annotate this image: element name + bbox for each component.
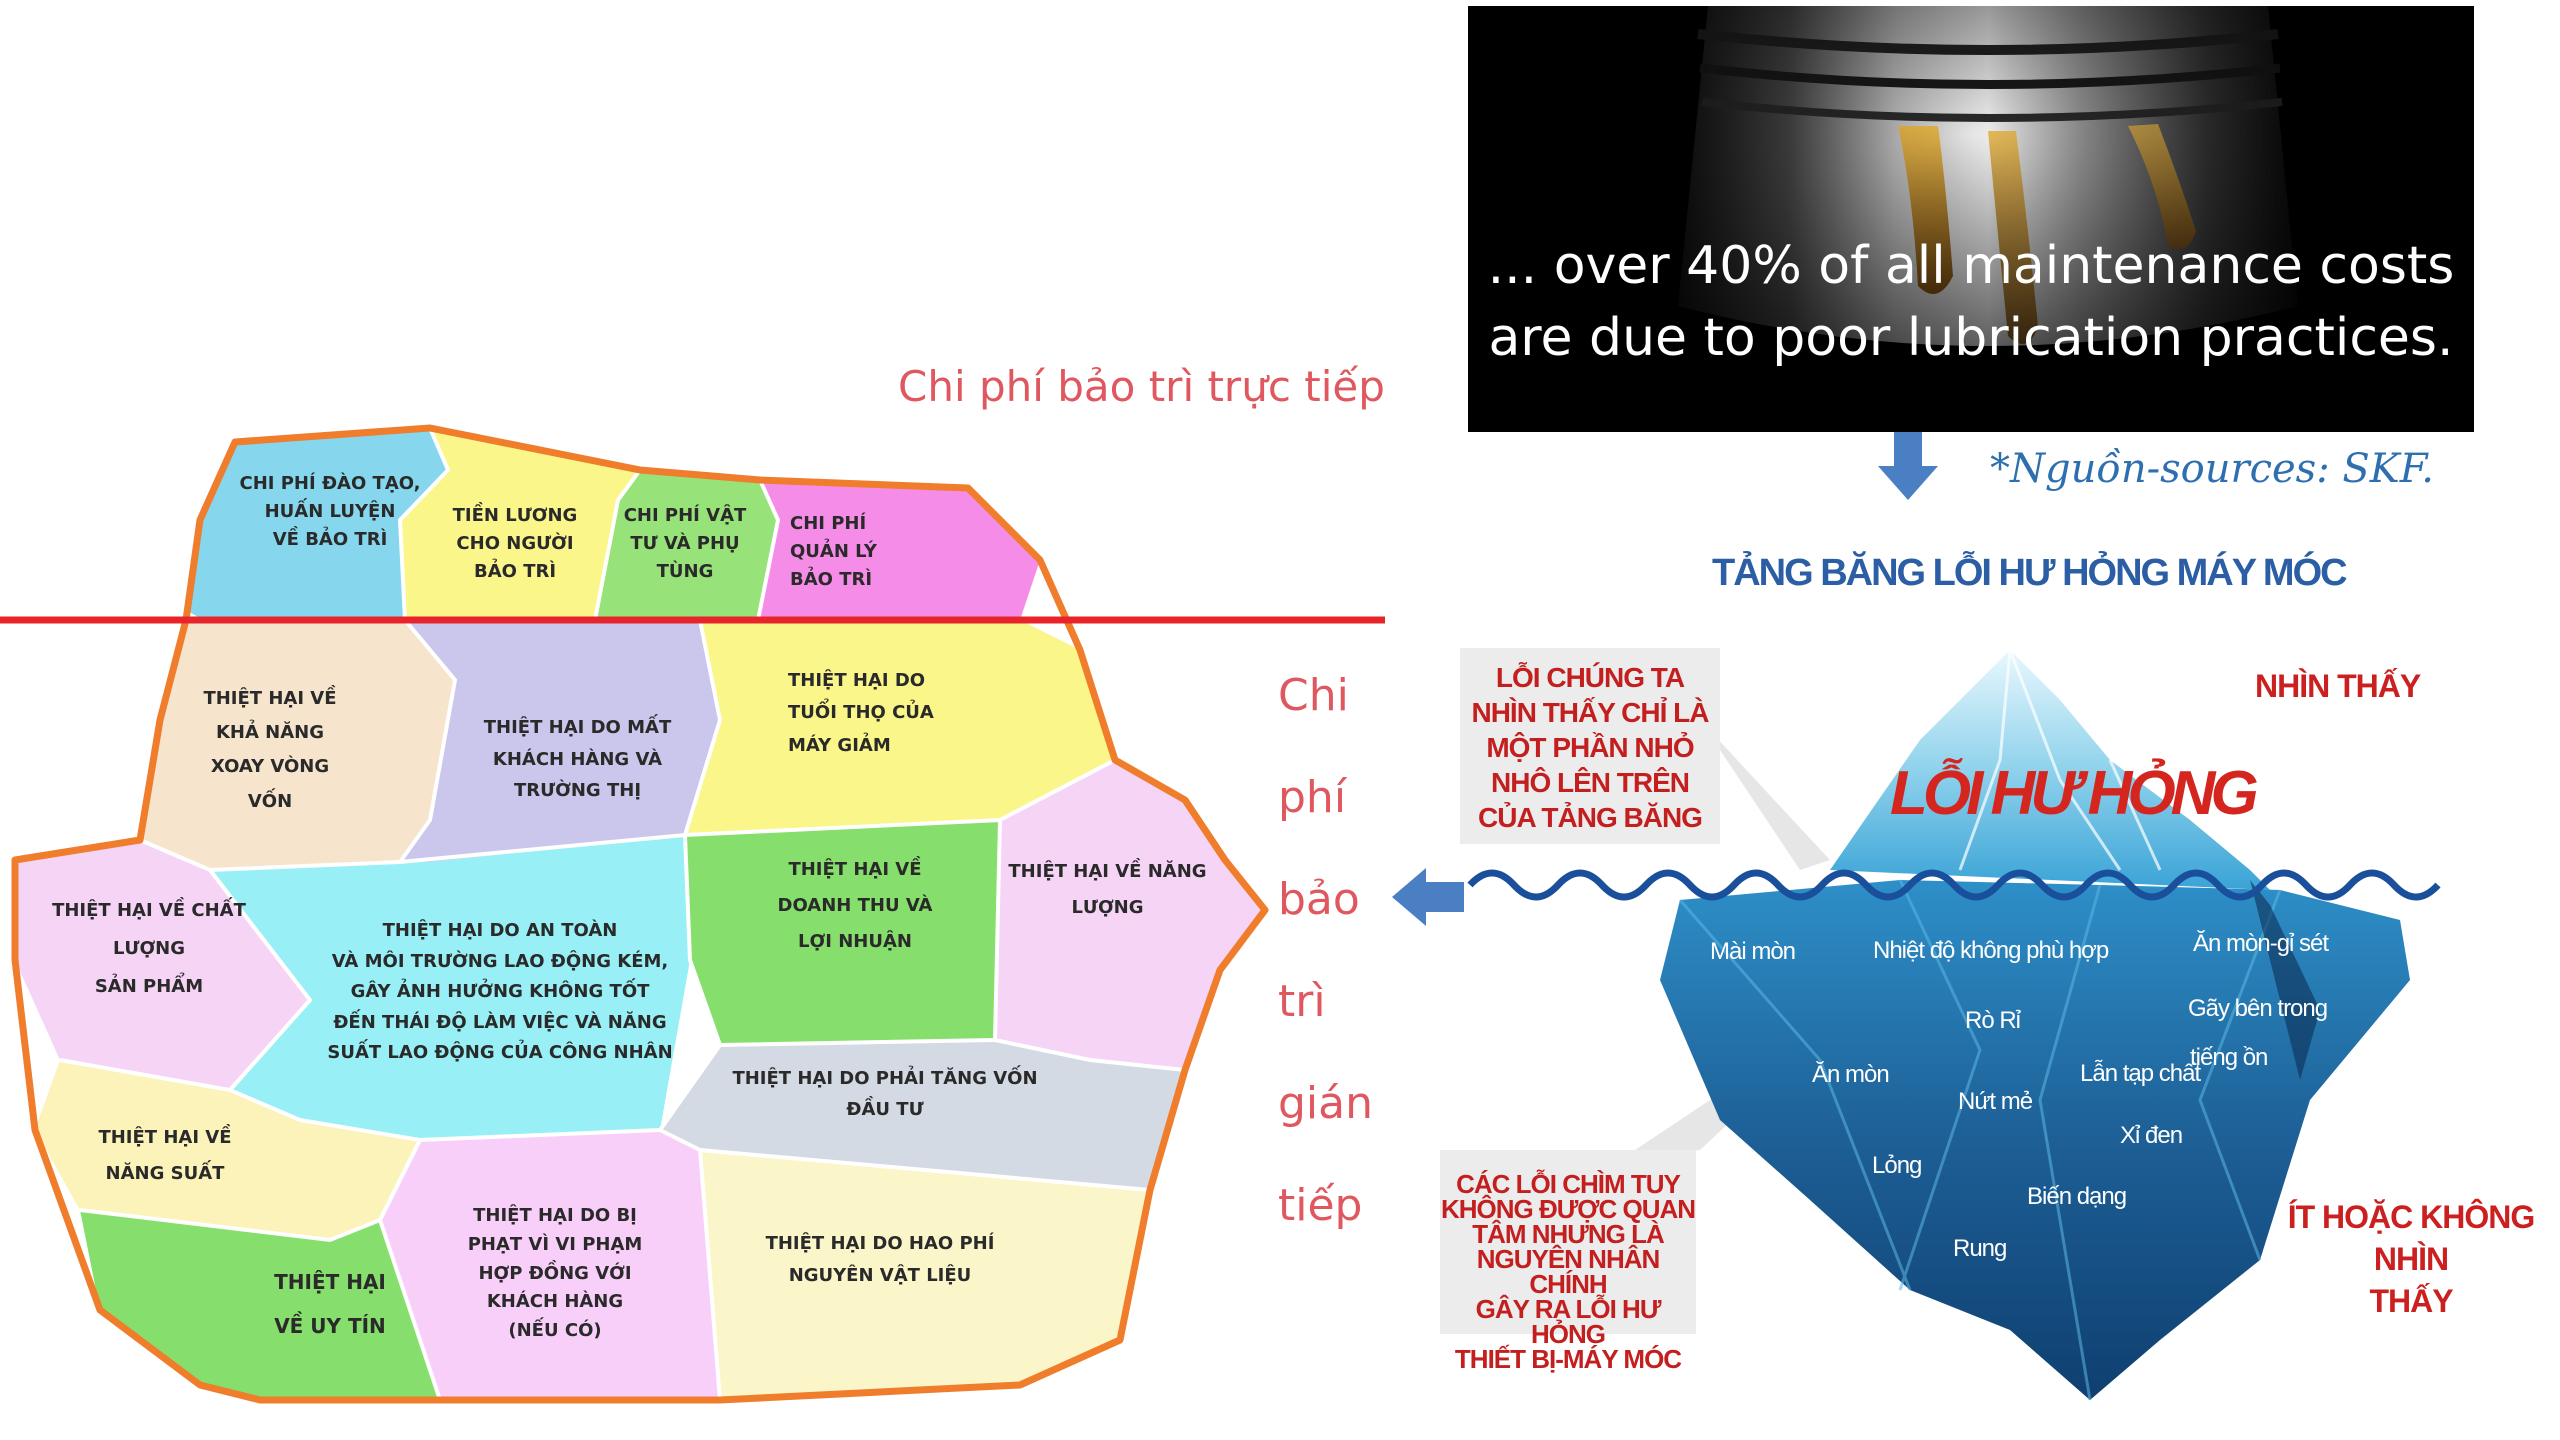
underwater-item: Biến dạng <box>2027 1183 2127 1210</box>
cell-label-material-waste: THIỆT HẠI DO HAO PHÍ NGUYÊN VẬT LIỆU <box>765 1233 995 1287</box>
indirect-cost-heading: Chi phí bảo trì gián tiếp <box>1278 670 1378 1282</box>
underwater-item: Ăn mòn-gỉ sét <box>2193 930 2329 957</box>
cell-label-safety: THIỆT HẠI DO AN TOÀN VÀ MÔI TRƯỜNG LAO Đ… <box>327 920 673 1064</box>
cell-revenue <box>685 820 1000 1045</box>
visible-label: NHÌN THẤY <box>2255 668 2421 704</box>
water-line <box>1467 869 2441 901</box>
cell-label-investment: THIỆT HẠI DO PHẢI TĂNG VỐN ĐẦU TƯ <box>732 1068 1038 1120</box>
cell-energy <box>995 760 1265 1070</box>
top-note-box <box>1460 648 1720 844</box>
underwater-item: Rò Rỉ <box>1965 1007 2021 1034</box>
underwater-item: tiếng ồn <box>2190 1044 2268 1071</box>
cell-label-capital-turnover: THIỆT HẠI VỀ KHẢ NĂNG XOAY VÒNG VỐN <box>203 688 337 812</box>
cell-label-management: CHI PHÍ QUẢN LÝ BẢO TRÌ <box>790 513 877 590</box>
cell-training <box>186 428 448 640</box>
photo-caption: ... over 40% of all maintenance costs ar… <box>1487 236 2455 368</box>
cell-penalty <box>380 1130 720 1400</box>
indirect-heading-line: Chi <box>1278 670 1349 721</box>
lubrication-photo: ... over 40% of all maintenance costs ar… <box>1468 6 2474 432</box>
cell-productivity <box>35 1060 420 1240</box>
indirect-heading-line: trì <box>1278 976 1326 1027</box>
cell-label-customers: THIỆT HẠI DO MẤT KHÁCH HÀNG VÀ TRƯỜNG TH… <box>483 717 672 801</box>
cell-investment <box>660 1040 1185 1190</box>
underwater-item: Lẫn tạp chất <box>2080 1060 2201 1087</box>
left-arrow-icon <box>1392 868 1464 926</box>
iceberg-tip-label: LỖI HƯ HỎNG <box>1890 759 2259 828</box>
source-note: *Nguồn-sources: SKF. <box>1990 446 2434 492</box>
cell-label-productivity: THIỆT HẠI VỀ NĂNG SUẤT <box>98 1127 232 1184</box>
iceberg-tip <box>1830 650 2270 890</box>
piston-illustration <box>1468 6 2474 432</box>
indirect-heading-line: gián <box>1278 1078 1374 1129</box>
cell-material-waste <box>700 1150 1150 1400</box>
cell-label-energy: THIỆT HẠI VỀ NĂNG LƯỢNG <box>1008 861 1207 918</box>
direct-cost-heading: Chi phí bảo trì trực tiếp <box>898 362 1385 411</box>
underwater-item: Rung <box>1953 1235 2007 1262</box>
cell-label-wages: TIỀN LƯƠNG CHO NGƯỜI BẢO TRÌ <box>452 505 578 582</box>
cell-label-training: CHI PHÍ ĐÀO TẠO, HUẤN LUYỆN VỀ BẢO TRÌ <box>239 473 421 550</box>
cell-quality <box>15 840 310 1090</box>
underwater-item: Xỉ đen <box>2120 1122 2183 1149</box>
top-note-pointer <box>1700 720 1830 870</box>
underwater-item: Nhiệt độ không phù hợp <box>1873 937 2109 964</box>
cell-management <box>758 480 1040 620</box>
hidden-label: ÍT HOẶC KHÔNG NHÌN THẤY <box>2287 1199 2536 1319</box>
down-arrow-icon <box>1878 432 1938 500</box>
cell-reputation <box>80 1210 440 1400</box>
cell-materials <box>595 470 778 620</box>
cell-label-quality: THIỆT HẠI VỀ CHẤT LƯỢNG SẢN PHẨM <box>52 900 246 997</box>
underwater-item: Mài mòn <box>1710 938 1796 965</box>
bottom-note-text: CÁC LỖI CHÌM TUY KHÔNG ĐƯỢC QUAN TÂM NHƯ… <box>1440 1169 1696 1374</box>
indirect-heading-line: phí <box>1278 772 1347 823</box>
cell-lifespan <box>685 620 1115 835</box>
indirect-heading-line: bảo <box>1278 874 1360 925</box>
indirect-heading-line: tiếp <box>1278 1180 1363 1231</box>
iceberg-title: TẢNG BĂNG LỖI HƯ HỎNG MÁY MÓC <box>1712 552 2348 594</box>
cell-capital-turnover <box>140 620 455 870</box>
underwater-item: Gãy bên trong <box>2188 995 2328 1022</box>
cell-label-reputation: THIỆT HẠI VỀ UY TÍN <box>274 1270 386 1338</box>
cost-cells <box>15 428 1265 1400</box>
underwater-item: Nứt mẻ <box>1958 1088 2033 1115</box>
cell-label-penalty: THIỆT HẠI DO BỊ PHẠT VÌ VI PHẠM HỢP ĐỒNG… <box>467 1205 643 1342</box>
cell-safety <box>210 835 690 1140</box>
diagram-outline <box>11 424 1269 1404</box>
cell-label-revenue: THIỆT HẠI VỀ DOANH THU VÀ LỢI NHUẬN <box>777 859 933 952</box>
cell-label-materials: CHI PHÍ VẬT TƯ VÀ PHỤ TÙNG <box>623 505 747 582</box>
underwater-item: Lỏng <box>1872 1152 1922 1179</box>
cell-label-lifespan: THIỆT HẠI DO TUỔI THỌ CỦA MÁY GIẢM <box>788 670 934 756</box>
top-note-text: LỖI CHÚNG TA NHÌN THẤY CHỈ LÀ MỘT PHẦN N… <box>1471 662 1709 833</box>
underwater-item: Ăn mòn <box>1812 1061 1890 1088</box>
iceberg-base <box>1660 880 2410 1400</box>
cell-customers <box>400 620 720 862</box>
bottom-note-box <box>1440 1150 1696 1334</box>
cell-wages <box>400 428 640 620</box>
